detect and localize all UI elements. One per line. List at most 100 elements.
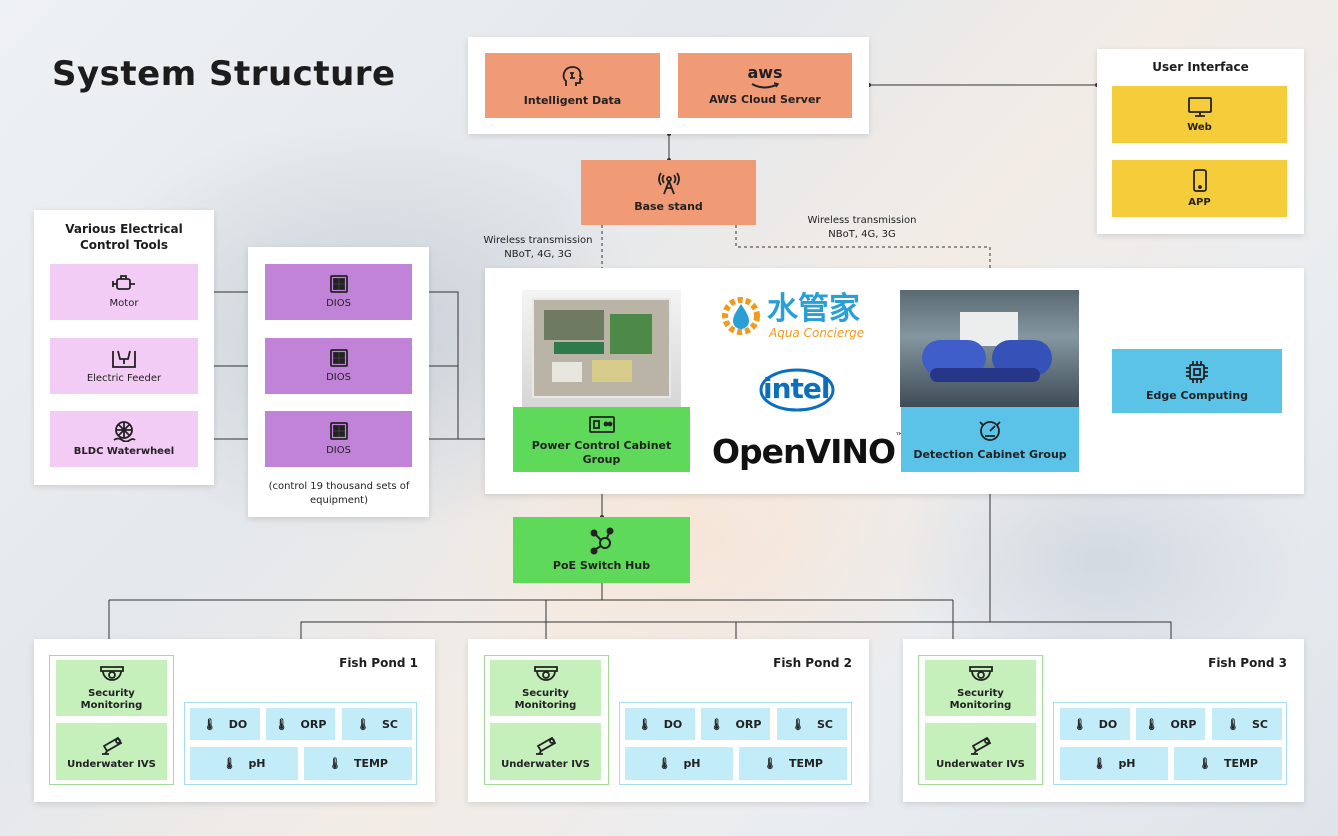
security-monitoring-box-3[interactable]: Security Monitoring xyxy=(925,660,1036,716)
sensor-gauge-icon xyxy=(979,421,1001,441)
fish-pond-3-sensor-group xyxy=(1053,702,1287,785)
thermometer-icon: 🌡 xyxy=(222,757,237,770)
thermometer-icon: 🌡 xyxy=(1072,717,1087,731)
power-control-cabinet-label: Power Control Cabinet Group xyxy=(531,439,672,466)
sc-sensor-1[interactable]: 🌡SC xyxy=(342,708,412,740)
power-control-cabinet-box[interactable]: Power Control Cabinet Group xyxy=(513,407,690,472)
fish-pond-3-title: Fish Pond 3 xyxy=(1208,656,1287,670)
dios-label-2: DIOS xyxy=(326,372,351,383)
orp-sensor-2[interactable]: 🌡ORP xyxy=(701,708,770,740)
temp-sensor-3[interactable]: 🌡TEMP xyxy=(1174,747,1282,780)
intel-logo: intel xyxy=(757,366,837,414)
thermometer-icon: 🌡 xyxy=(202,717,217,731)
aws-cloud-server-label: AWS Cloud Server xyxy=(709,92,821,106)
ph-sensor-3[interactable]: 🌡pH xyxy=(1060,747,1168,780)
orp-sensor-1[interactable]: 🌡ORP xyxy=(266,708,335,740)
bldc-waterwheel-label: BLDC Waterwheel xyxy=(73,446,175,457)
motor-box[interactable]: Motor xyxy=(50,264,198,320)
chip-icon xyxy=(1186,361,1208,384)
thermometer-icon: 🌡 xyxy=(1092,757,1107,770)
dios-box-3[interactable]: DIOS xyxy=(265,411,412,467)
dios-label-3: DIOS xyxy=(326,445,351,456)
fish-pond-3-camera-group xyxy=(918,655,1043,785)
dome-camera-icon xyxy=(99,666,124,681)
dome-camera-icon xyxy=(533,666,558,681)
thermometer-icon: 🌡 xyxy=(1144,717,1159,731)
thermometer-icon: 🌡 xyxy=(657,757,672,770)
do-sensor-2[interactable]: 🌡DO xyxy=(625,708,695,740)
monitor-icon xyxy=(1187,96,1212,117)
base-stand-box[interactable]: Base stand xyxy=(581,160,756,225)
grid-module-icon xyxy=(329,275,348,293)
app-box[interactable]: APP xyxy=(1112,160,1287,217)
bldc-waterwheel-box[interactable]: BLDC Waterwheel xyxy=(50,411,198,467)
security-monitoring-box-1[interactable]: Security Monitoring xyxy=(56,660,167,716)
aws-cloud-server-box[interactable]: aws AWS Cloud Server xyxy=(678,53,852,118)
aqua-concierge-logo: 水管家 Aqua Concierge xyxy=(719,292,879,342)
fish-pond-1-title: Fish Pond 1 xyxy=(339,656,418,670)
thermometer-icon: 🌡 xyxy=(1198,757,1212,770)
thermometer-icon: 🌡 xyxy=(274,717,289,731)
grid-module-icon xyxy=(329,422,348,440)
thermometer-icon: 🌡 xyxy=(637,717,652,731)
edge-computing-box[interactable]: Edge Computing xyxy=(1112,349,1282,413)
security-monitoring-label-1: Security Monitoring xyxy=(80,688,143,711)
underwater-ivs-label-3: Underwater IVS xyxy=(936,758,1025,770)
user-interface-title: User Interface xyxy=(1152,60,1249,74)
thermometer-icon: 🌡 xyxy=(709,717,724,731)
detection-cabinet-box[interactable]: Detection Cabinet Group xyxy=(901,407,1079,472)
hub-network-icon xyxy=(590,527,613,555)
detection-cabinet-photo xyxy=(900,290,1079,407)
fish-pond-2-sensor-group xyxy=(619,702,852,785)
fish-pond-1-sensor-group xyxy=(184,702,417,785)
intelligent-data-box[interactable]: Intelligent Data xyxy=(485,53,660,118)
dios-label-1: DIOS xyxy=(326,298,351,309)
thermometer-icon: 🌡 xyxy=(356,717,370,731)
do-sensor-1[interactable]: 🌡DO xyxy=(190,708,260,740)
poe-switch-hub-label: PoE Switch Hub xyxy=(552,559,651,573)
underwater-camera-icon xyxy=(535,736,556,755)
ph-sensor-1[interactable]: 🌡pH xyxy=(190,747,298,780)
underwater-ivs-label-1: Underwater IVS xyxy=(67,758,156,770)
underwater-ivs-box-1[interactable]: Underwater IVS xyxy=(56,723,167,780)
thermometer-icon: 🌡 xyxy=(763,757,777,770)
brain-head-icon xyxy=(562,66,584,86)
underwater-ivs-box-2[interactable]: Underwater IVS xyxy=(490,723,601,780)
electrical-tools-title: Various Electrical Control Tools xyxy=(65,222,183,252)
aqua-english-name: Aqua Concierge xyxy=(769,326,865,340)
openvino-logo: OpenVINO™ xyxy=(712,432,905,471)
power-cabinet-photo xyxy=(522,290,681,407)
underwater-camera-icon xyxy=(970,736,991,755)
poe-switch-hub-box[interactable]: PoE Switch Hub xyxy=(513,517,690,583)
control-panel-icon xyxy=(588,416,615,434)
dome-camera-icon xyxy=(968,666,993,681)
temp-sensor-1[interactable]: 🌡TEMP xyxy=(304,747,412,780)
aws-logo: aws xyxy=(747,64,783,93)
do-sensor-3[interactable]: 🌡DO xyxy=(1060,708,1130,740)
intelligent-data-label: Intelligent Data xyxy=(523,93,622,107)
fish-pond-2-title: Fish Pond 2 xyxy=(773,656,852,670)
temp-sensor-2[interactable]: 🌡TEMP xyxy=(739,747,847,780)
electric-feeder-label: Electric Feeder xyxy=(86,373,162,384)
orp-sensor-3[interactable]: 🌡ORP xyxy=(1136,708,1205,740)
thermometer-icon: 🌡 xyxy=(1226,717,1240,731)
sc-sensor-3[interactable]: 🌡SC xyxy=(1212,708,1282,740)
edge-computing-label: Edge Computing xyxy=(1145,389,1249,403)
security-monitoring-box-2[interactable]: Security Monitoring xyxy=(490,660,601,716)
antenna-icon xyxy=(657,172,680,195)
underwater-ivs-label-2: Underwater IVS xyxy=(501,758,590,770)
motor-icon xyxy=(112,275,135,290)
feeder-icon xyxy=(112,350,136,368)
dios-box-2[interactable]: DIOS xyxy=(265,338,412,394)
underwater-ivs-box-3[interactable]: Underwater IVS xyxy=(925,723,1036,780)
ph-sensor-2[interactable]: 🌡pH xyxy=(625,747,733,780)
fish-pond-2-camera-group xyxy=(484,655,609,785)
grid-module-icon xyxy=(329,349,348,367)
sc-sensor-2[interactable]: 🌡SC xyxy=(777,708,847,740)
web-box[interactable]: Web xyxy=(1112,86,1287,143)
electric-feeder-box[interactable]: Electric Feeder xyxy=(50,338,198,394)
dios-box-1[interactable]: DIOS xyxy=(265,264,412,320)
aqua-drop-gear-icon xyxy=(722,297,760,335)
